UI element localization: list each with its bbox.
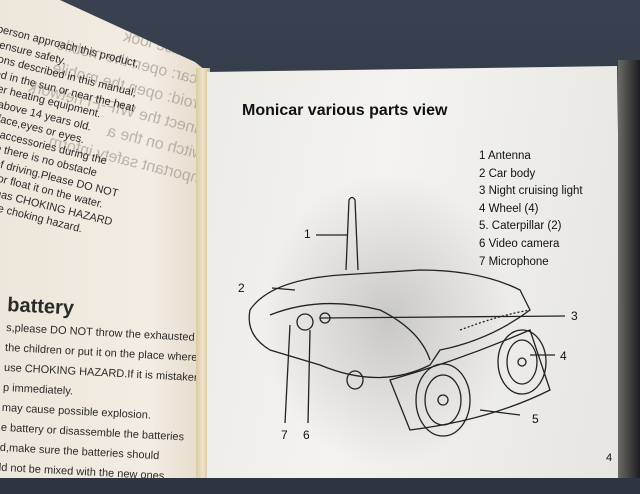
callout-6: 6 bbox=[303, 428, 310, 442]
hand-shadow bbox=[262, 170, 512, 470]
callout-2: 2 bbox=[238, 281, 245, 295]
page-edge-shadow bbox=[618, 60, 640, 478]
wheel-rim bbox=[506, 339, 538, 385]
parts-list-item: 4 Wheel (4) bbox=[479, 202, 539, 215]
leader-5 bbox=[479, 409, 521, 416]
side-wheel bbox=[346, 370, 364, 390]
left-page: Quick Start Guide to First please look M… bbox=[0, 0, 205, 478]
antenna bbox=[345, 196, 359, 271]
callout-5: 5 bbox=[532, 412, 539, 426]
caterpillar-track bbox=[389, 329, 551, 431]
wheel-hub bbox=[437, 394, 449, 406]
parts-list-item: 2 Car body bbox=[479, 167, 536, 180]
left-page-text: d person approach this product, nd ensur… bbox=[0, 20, 203, 256]
callout-1: 1 bbox=[304, 227, 311, 241]
leader-3 bbox=[319, 315, 566, 319]
page-number: 4 bbox=[606, 452, 613, 464]
parts-list: 1 Antenna 2 Car body 3 Night cruising li… bbox=[479, 148, 583, 271]
parts-list-item: 5. Caterpillar (2) bbox=[479, 220, 562, 233]
wheel-rim bbox=[424, 374, 462, 426]
book-gutter bbox=[196, 68, 210, 478]
parts-list-item: 3 Night cruising light bbox=[479, 185, 583, 198]
camera-lens bbox=[296, 313, 314, 331]
monicar-diagram bbox=[248, 196, 566, 437]
left-page-battery-section: battery s,please DO NOT throw the exhaus… bbox=[0, 292, 205, 478]
tread-top bbox=[459, 309, 531, 331]
car-body bbox=[248, 269, 531, 379]
callout-3: 3 bbox=[571, 309, 578, 323]
wheel-front-right bbox=[497, 329, 547, 395]
leader-7 bbox=[284, 324, 291, 424]
parts-list-item: 1 Antenna bbox=[479, 150, 531, 162]
callout-4: 4 bbox=[560, 349, 567, 363]
wheel-front-left bbox=[415, 363, 471, 437]
page-title: Monicar various parts view bbox=[242, 102, 448, 119]
car-front bbox=[269, 302, 431, 361]
parts-list-item: 6 Video camera bbox=[479, 237, 560, 250]
wheel-hub bbox=[517, 357, 527, 367]
leader-2 bbox=[271, 287, 296, 291]
leader-6 bbox=[307, 329, 311, 424]
callout-7: 7 bbox=[281, 428, 288, 442]
right-page bbox=[207, 66, 623, 478]
parts-list-item: 7 Microphone bbox=[479, 255, 549, 268]
